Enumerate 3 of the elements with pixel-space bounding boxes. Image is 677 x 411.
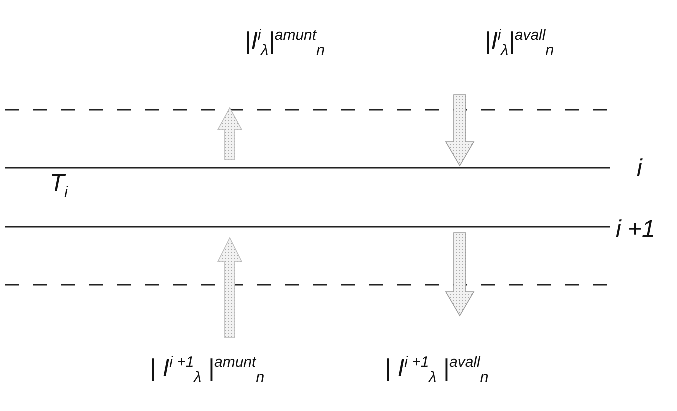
- layer-index-label: i: [637, 157, 642, 181]
- temperature-label: T$_{i}$: [50, 172, 68, 200]
- layer-index-label: i +1: [616, 218, 656, 242]
